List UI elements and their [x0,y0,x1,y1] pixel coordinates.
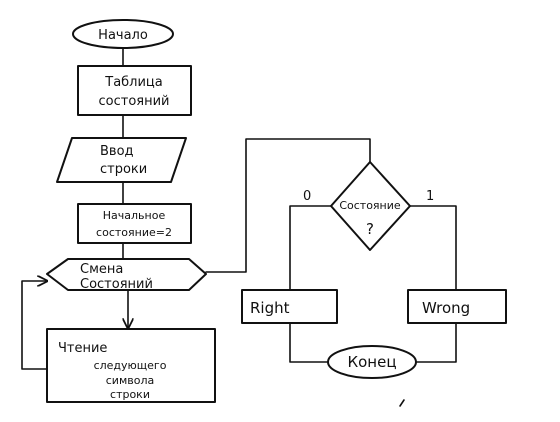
state-table-node: Таблица состояний [77,65,192,116]
input-label-line1: Ввод [100,144,134,159]
read-next-label-line1: Чтение [58,341,107,356]
start-node: Начало [72,19,174,49]
connector-decision-zero [289,205,332,291]
wrong-node: Wrong [407,289,507,324]
connector-change-to-decision [205,138,371,273]
decision-question-mark: ? [366,220,374,238]
state-table-label-line1: Таблица [104,75,163,90]
end-node: Конец [327,345,417,379]
read-next-label-line3: символа [106,374,154,387]
input-label-line2: строки [100,162,147,177]
branch-one-label: 1 [426,189,434,204]
end-label: Конец [347,353,396,371]
read-next-node: Чтение следующего символа строки [46,328,216,403]
right-label: Right [250,299,290,317]
connector-wrong-to-end [415,322,457,363]
state-change-label-line2: Состояний [80,277,153,292]
decision-node: Состояние ? [330,161,411,251]
state-change-label-line1: Смена [80,262,123,277]
decision-label: Состояние [339,199,401,212]
wrong-label: Wrong [422,299,470,317]
state-table-label-line2: состояний [99,94,170,109]
connector-decision-one [409,205,457,291]
right-node: Right [241,289,338,324]
connector-read-loop [21,281,47,370]
start-label: Начало [98,28,148,43]
branch-zero-label: 0 [303,189,311,204]
read-next-label-line2: следующего [94,359,167,372]
initial-state-node: Начальное состояние=2 [77,203,192,244]
initial-state-label-line2: состояние=2 [96,226,172,239]
stray-mark [399,399,405,407]
initial-state-label-line1: Начальное [103,209,166,222]
connector-right-to-end [289,322,329,363]
input-string-node: Ввод строки [56,137,187,183]
read-next-label-line4: строки [110,388,150,401]
state-change-node: Смена Состояний [46,258,207,292]
